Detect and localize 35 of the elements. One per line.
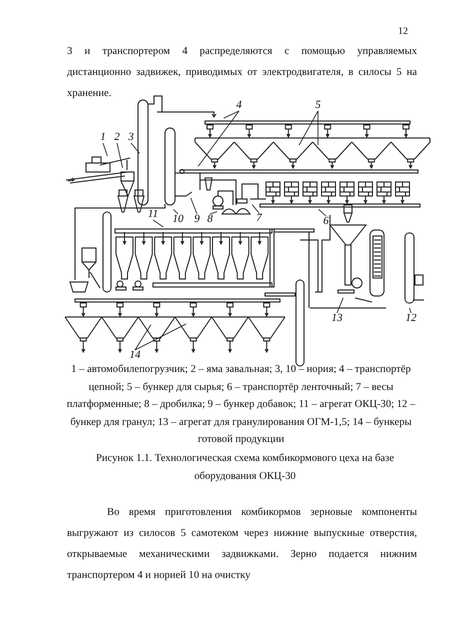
callout-number: 10 (171, 214, 185, 225)
paragraph: Во время приготовления комбикормов зерновые компоненты выгружают из силосов 5 самотеком через нижние выпускные отверстия, открываемые механическими задвижками. Зерно подается нижним транспортером 4 и норией 10 на очистку (67, 506, 417, 583)
leader-line (298, 110, 318, 146)
callout-number: 7 (252, 213, 266, 224)
callout-number: 4 (232, 100, 246, 111)
leader-line (318, 208, 326, 216)
leader-line (190, 198, 198, 214)
callout-number: 2 (110, 132, 124, 143)
leader-line (223, 110, 240, 118)
callout-number: 1 (96, 132, 110, 143)
leader-line (116, 142, 123, 168)
callout-number: 13 (330, 313, 344, 324)
leader-line (210, 211, 218, 214)
callout-number: 6 (319, 216, 333, 227)
paragraph: 3 и транспортером 4 распределяются с помощью управляемых дистанционно задвижек, приводимых от электродвигателя, в силосы 5 на хранение. (67, 45, 417, 100)
callout-number: 3 (124, 132, 138, 143)
leader-line (198, 110, 240, 167)
callout-number: 11 (146, 209, 160, 220)
callout-number: 5 (311, 100, 325, 111)
callout-number: 14 (128, 350, 142, 361)
page-number: 12 (398, 26, 408, 37)
callout-number: 12 (404, 313, 418, 324)
leader-line (130, 142, 140, 154)
leader-line (102, 142, 108, 156)
callout-number: 8 (203, 214, 217, 225)
leader-line (134, 324, 152, 350)
figure-key: 1 – автомобилепогрузчик; 2 – яма завальная; 3, 10 – нория; 4 – транспортёр цепной; 5 – бункер для сырья; 6 – транспортёр ленточный; 7 – весы платформенные; 8 – дробилка; 9 – бункер добавок; 11 – агрегат ОКЦ-30; 12 – бункер для гранул; 13 – агрегат для гранулирования ОГМ-1,5; 14 – бункеры готовой продукции (60, 361, 422, 448)
leader-line (152, 220, 164, 228)
leader-line (252, 204, 260, 214)
leader-line (409, 308, 412, 314)
leader-line (336, 297, 344, 314)
callout-number: 9 (190, 214, 204, 225)
leader-line (134, 324, 187, 350)
figure-caption: Рисунок 1.1. Технологическая схема комбикормового цеха на базе оборудования ОКЦ-30 (94, 452, 396, 484)
leader-line (173, 209, 178, 214)
